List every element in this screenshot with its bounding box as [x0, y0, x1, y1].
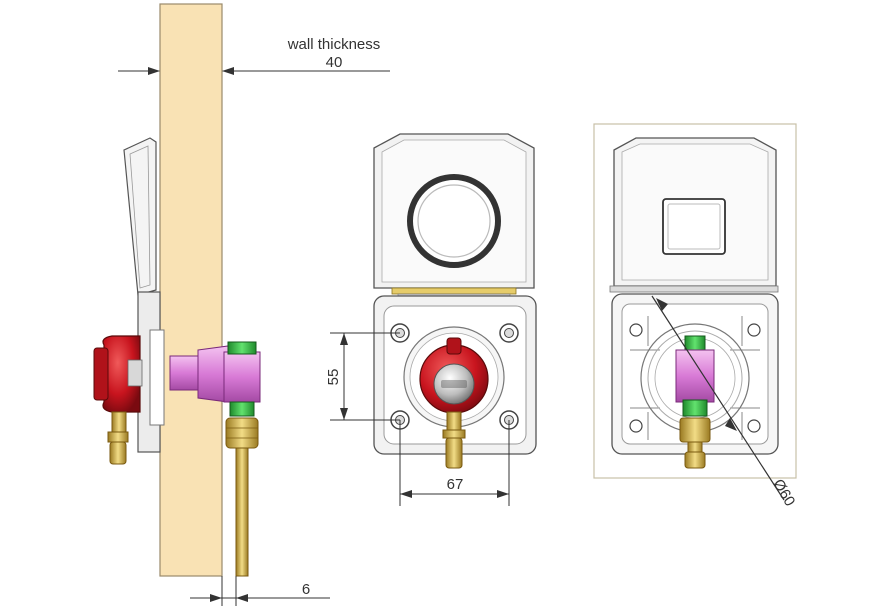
pipe-offset-value: 6 [302, 581, 310, 598]
screw-top-right [499, 323, 519, 343]
lid-label-area [662, 198, 726, 255]
lid-rear [609, 137, 779, 293]
regulator-side [93, 335, 143, 465]
front-view: 55 67 [325, 133, 537, 506]
regulator-front [419, 337, 489, 469]
lid-front [373, 133, 535, 299]
wall-thickness-label: wall thickness [287, 36, 381, 53]
width-dimension: 67 [399, 420, 510, 506]
side-view: wall thickness 40 [93, 3, 390, 606]
connector-rear [675, 335, 715, 469]
height-value: 55 [325, 369, 342, 386]
wall-thickness-value: 40 [326, 54, 343, 71]
pipe-offset-dimension: 6 [190, 576, 330, 606]
height-dimension: 55 [325, 332, 400, 421]
rear-view: Ø60 [593, 123, 798, 509]
wall [159, 3, 223, 577]
width-value: 67 [447, 476, 464, 493]
fitting-side [225, 341, 259, 577]
diameter-value: Ø60 [769, 476, 798, 509]
connector-side [169, 345, 261, 403]
lid-side [123, 137, 157, 296]
wall-thickness-dimension: wall thickness 40 [118, 4, 390, 82]
